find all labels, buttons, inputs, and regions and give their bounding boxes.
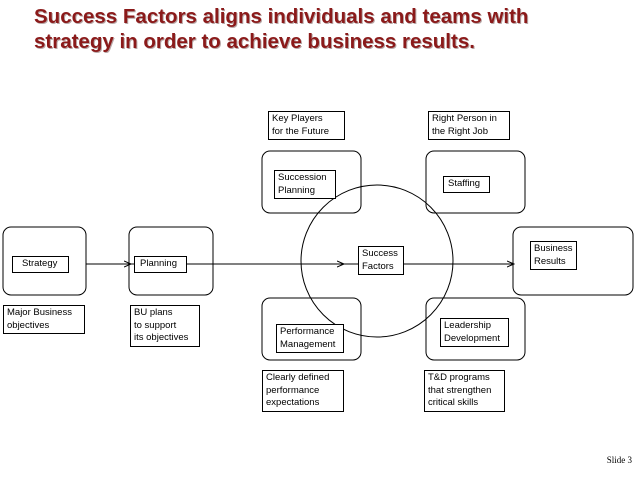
bu-plans-note: BU plans to support its objectives <box>130 305 200 347</box>
performance-label: Performance Management <box>276 324 344 353</box>
business-results-label: Business Results <box>530 241 577 270</box>
strategy-label: Strategy <box>12 256 69 273</box>
leadership-node <box>425 297 526 361</box>
succession-label: Succession Planning <box>274 170 336 199</box>
slide-title: Success Factors aligns individuals and t… <box>34 4 634 54</box>
leadership-label: Leadership Development <box>440 318 509 347</box>
title-line-1: Success Factors aligns individuals and t… <box>34 5 529 28</box>
succession-node <box>261 150 362 214</box>
clearly-defined-note: Clearly defined performance expectations <box>262 370 344 412</box>
key-players-note: Key Players for the Future <box>268 111 345 140</box>
performance-node <box>261 297 362 361</box>
staffing-node <box>425 150 526 214</box>
planning-label: Planning <box>134 256 187 273</box>
success-factors-label: Success Factors <box>358 246 404 275</box>
title-line-2: strategy in order to achieve business re… <box>34 30 475 53</box>
staffing-label: Staffing <box>443 176 490 193</box>
td-programs-note: T&D programs that strengthen critical sk… <box>424 370 505 412</box>
business-results-node <box>512 226 634 296</box>
strategy-node <box>2 226 87 296</box>
slide-number: Slide 3 <box>606 455 632 465</box>
success-factors-circle <box>300 184 454 338</box>
major-business-note: Major Business objectives <box>3 305 85 334</box>
planning-node <box>128 226 214 296</box>
right-person-note: Right Person in the Right Job <box>428 111 510 140</box>
